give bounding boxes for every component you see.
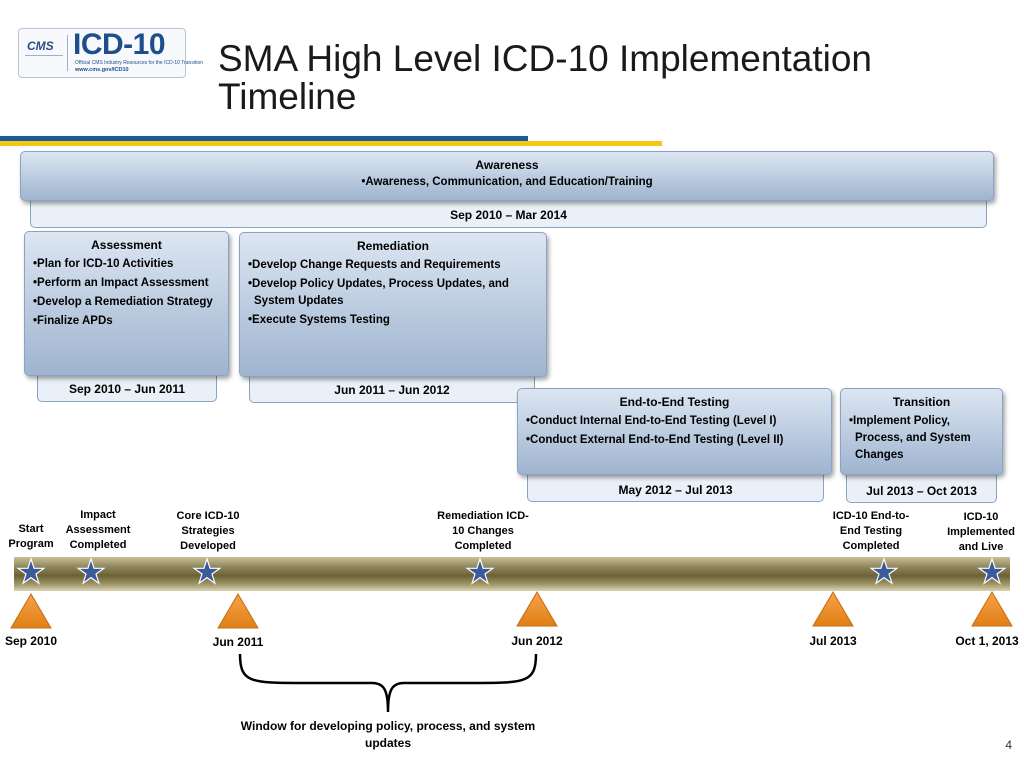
assessment-item: Develop a Remediation Strategy bbox=[37, 294, 218, 311]
milestone-label-impact: Impact Assessment Completed bbox=[65, 509, 131, 551]
assessment-box: Assessment Plan for ICD-10 Activities Pe… bbox=[24, 231, 229, 376]
milestone-label-start: Start Program bbox=[8, 523, 54, 550]
milestone-label-remediation: Remediation ICD-10 Changes Completed bbox=[437, 510, 529, 552]
title-rule-yellow bbox=[0, 141, 662, 146]
page-number: 4 bbox=[1005, 738, 1012, 752]
remediation-date-box: Jun 2011 – Jun 2012 bbox=[249, 372, 535, 403]
remediation-item: Execute Systems Testing bbox=[252, 312, 536, 329]
transition-title: Transition bbox=[892, 395, 951, 409]
transition-box: Transition Implement Policy, Process, an… bbox=[840, 388, 1003, 475]
awareness-box: Awareness Awareness, Communication, and … bbox=[20, 151, 994, 201]
date-label-jun-2012: Jun 2012 bbox=[511, 634, 563, 648]
triangle-marker-jul-2013 bbox=[812, 591, 854, 627]
e2e-list: Conduct Internal End-to-End Testing (Lev… bbox=[518, 413, 831, 449]
logo-cms-text: CMS bbox=[27, 39, 54, 53]
remediation-item: Develop Policy Updates, Process Updates,… bbox=[252, 276, 536, 310]
star-icon-remediation bbox=[465, 557, 495, 585]
assessment-date-box: Sep 2010 – Jun 2011 bbox=[37, 372, 217, 402]
triangle-marker-oct-2013 bbox=[971, 591, 1013, 627]
assessment-item: Finalize APDs bbox=[37, 313, 218, 330]
assessment-item: Plan for ICD-10 Activities bbox=[37, 256, 218, 273]
logo-subtitle: Official CMS Industry Resources for the … bbox=[75, 60, 204, 66]
triangle-marker-jun-2012 bbox=[516, 591, 558, 627]
milestone-label-core: Core ICD-10 Strategies Developed bbox=[176, 510, 240, 552]
e2e-title: End-to-End Testing bbox=[619, 395, 730, 409]
assessment-list: Plan for ICD-10 Activities Perform an Im… bbox=[25, 256, 228, 330]
e2e-date: May 2012 – Jul 2013 bbox=[618, 483, 733, 497]
date-label-sep-2010: Sep 2010 bbox=[4, 634, 58, 648]
assessment-title: Assessment bbox=[91, 238, 162, 252]
milestone-label-e2e: ICD-10 End-to-End Testing Completed bbox=[832, 510, 910, 552]
timeline-track bbox=[14, 557, 1010, 591]
e2e-box: End-to-End Testing Conduct Internal End-… bbox=[517, 388, 832, 475]
remediation-list: Develop Change Requests and Requirements… bbox=[240, 257, 546, 329]
transition-date-box: Jul 2013 – Oct 2013 bbox=[846, 471, 997, 503]
triangle-marker-sep-2010 bbox=[10, 593, 52, 629]
e2e-item: Conduct Internal End-to-End Testing (Lev… bbox=[530, 413, 821, 430]
date-label-jul-2013: Jul 2013 bbox=[809, 634, 857, 648]
transition-list: Implement Policy, Process, and System Ch… bbox=[841, 413, 1002, 464]
awareness-item: Awareness, Communication, and Education/… bbox=[21, 176, 993, 188]
title-rule-blue bbox=[0, 136, 528, 141]
star-icon-e2e bbox=[869, 557, 899, 585]
star-icon-live bbox=[977, 557, 1007, 585]
e2e-date-box: May 2012 – Jul 2013 bbox=[527, 471, 824, 502]
transition-item: Implement Policy, Process, and System Ch… bbox=[853, 413, 992, 464]
slide-title: SMA High Level ICD-10 Implementation Tim… bbox=[218, 38, 872, 117]
star-icon-start bbox=[16, 557, 46, 585]
star-icon-core bbox=[192, 557, 222, 585]
logo-url: www.cms.gov/ICD10 bbox=[75, 67, 129, 73]
date-label-jun-2011: Jun 2011 bbox=[212, 635, 264, 649]
remediation-box: Remediation Develop Change Requests and … bbox=[239, 232, 547, 377]
icd10-logo: CMS ICD-10 Official CMS Industry Resourc… bbox=[18, 28, 203, 78]
logo-cms-underline bbox=[25, 55, 63, 64]
awareness-date: Sep 2010 – Mar 2014 bbox=[450, 208, 567, 222]
date-label-oct-2013: Oct 1, 2013 bbox=[955, 634, 1019, 648]
transition-date: Jul 2013 – Oct 2013 bbox=[866, 484, 977, 498]
assessment-date: Sep 2010 – Jun 2011 bbox=[68, 382, 186, 396]
milestone-label-live: ICD-10 Implemented and Live bbox=[947, 511, 1015, 553]
awareness-date-box: Sep 2010 – Mar 2014 bbox=[30, 196, 987, 228]
window-label: Window for developing policy, process, a… bbox=[240, 719, 536, 750]
star-icon-impact bbox=[76, 557, 106, 585]
remediation-title: Remediation bbox=[356, 239, 429, 253]
logo-main-text: ICD-10 bbox=[73, 28, 166, 61]
remediation-item: Develop Change Requests and Requirements bbox=[252, 257, 536, 274]
window-brace bbox=[238, 653, 538, 713]
assessment-item: Perform an Impact Assessment bbox=[37, 275, 218, 292]
logo-divider bbox=[67, 35, 68, 71]
awareness-title: Awareness bbox=[475, 158, 539, 172]
triangle-marker-jun-2011 bbox=[217, 593, 259, 629]
e2e-item: Conduct External End-to-End Testing (Lev… bbox=[530, 432, 821, 449]
remediation-date: Jun 2011 – Jun 2012 bbox=[334, 383, 450, 397]
